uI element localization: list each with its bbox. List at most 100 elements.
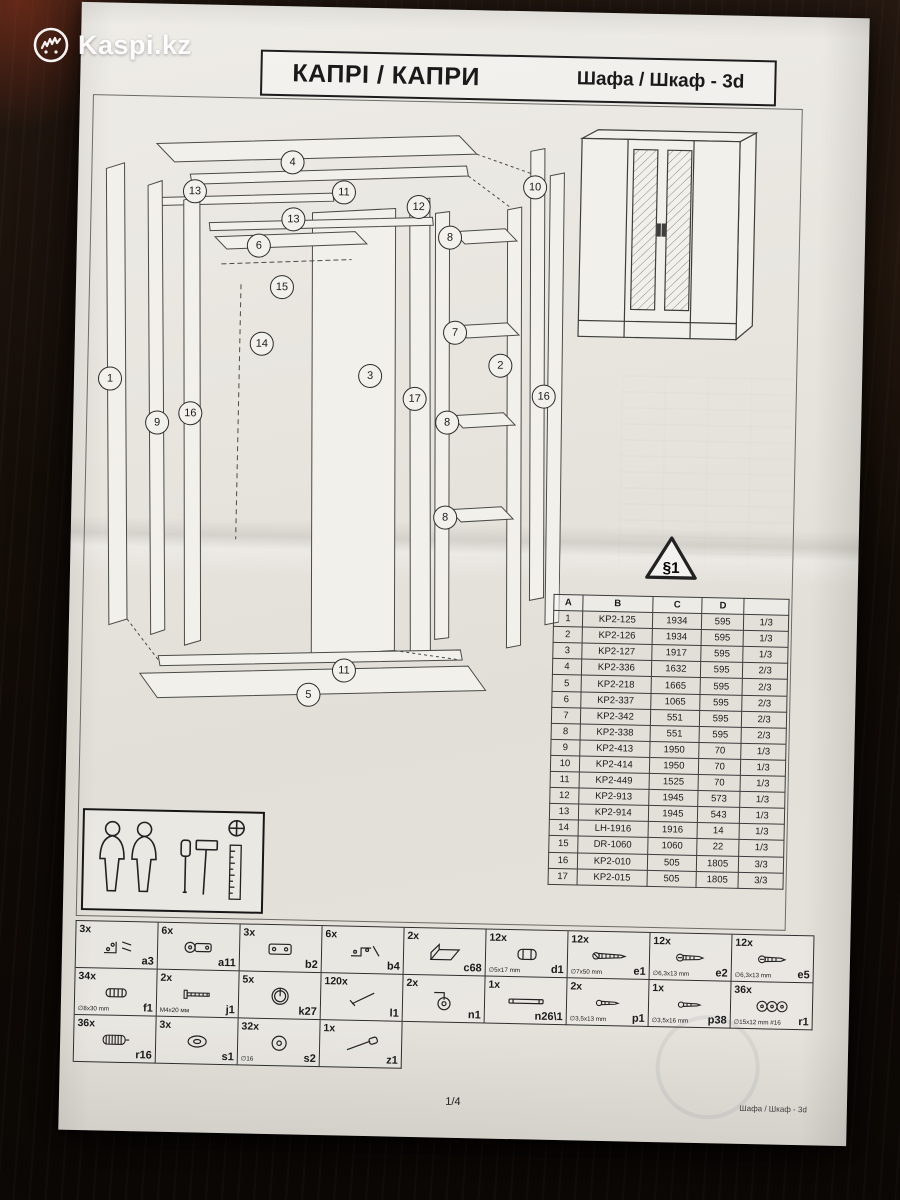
- parts-table-cell: KP2-414: [579, 755, 650, 774]
- hardware-item: 3x s1: [155, 1016, 239, 1066]
- parts-table-cell: 1060: [647, 837, 697, 855]
- hardware-code: n26\1: [534, 1010, 563, 1024]
- parts-table-cell: 16: [548, 851, 578, 869]
- parts-table-cell: 70: [698, 758, 741, 776]
- parts-table-cell: KP2-913: [578, 788, 649, 806]
- parts-table-cell: 15: [548, 835, 578, 853]
- screwdriver-icon: [180, 839, 192, 894]
- screwsmall-icon: [585, 990, 630, 1017]
- parts-table-cell: 2/3: [741, 694, 788, 712]
- dowel-icon: [93, 979, 138, 1006]
- parts-table-cell: 1950: [649, 757, 699, 775]
- hardware-item: 6x b4: [321, 926, 405, 975]
- parts-table-cell: 14: [549, 819, 579, 837]
- parts-table-cell: 1/3: [739, 823, 785, 841]
- parts-table-cell: 1916: [647, 821, 698, 839]
- ruler-icon: [228, 844, 242, 901]
- cam-icon: [257, 983, 302, 1010]
- hardware-code: l1: [389, 1007, 399, 1020]
- parts-table-cell: 1/3: [739, 807, 785, 825]
- hardware-code: a3: [141, 955, 154, 968]
- parts-table-cell: 2/3: [742, 662, 788, 680]
- parts-table-cell: 12: [549, 787, 579, 805]
- hardware-qty: 6x: [325, 928, 338, 941]
- hardware-code: z1: [386, 1054, 398, 1067]
- parts-table-cell: 595: [700, 645, 744, 663]
- parts-table-cell: 551: [650, 709, 700, 727]
- parts-table-cell: 1/3: [739, 791, 785, 809]
- parts-table-cell: 2/3: [741, 711, 787, 729]
- parts-table-cell: 1065: [650, 692, 700, 711]
- hardware-code: j1: [225, 1004, 235, 1017]
- hardware-code: b2: [304, 958, 318, 972]
- parts-table-cell: KP2-413: [579, 739, 650, 758]
- hardware-code: s1: [221, 1051, 234, 1064]
- hardware-qty: 3x: [159, 1018, 172, 1031]
- parts-table-cell: KP2-015: [576, 868, 648, 887]
- parts-table-cell: 1934: [651, 628, 702, 646]
- parts-table-cell: 595: [700, 629, 744, 647]
- hardware-code: e5: [797, 969, 810, 982]
- hardware-qty: 1x: [488, 978, 501, 991]
- parts-table-cell: 7: [551, 707, 581, 724]
- hardware-code: e1: [633, 965, 646, 978]
- parts-table-cell: 3/3: [738, 871, 784, 889]
- parts-table-header: [743, 598, 790, 616]
- hardware-code: d1: [550, 963, 564, 977]
- parts-table-cell: 573: [697, 790, 741, 808]
- hardware-code: r1: [798, 1016, 809, 1029]
- hardware-dim: ∅15x12 mm #16: [733, 1018, 781, 1027]
- hardware-code: b4: [386, 960, 400, 973]
- parts-table-cell: 70: [697, 774, 741, 792]
- plate-icon: [258, 936, 303, 963]
- parts-table-header: C: [652, 596, 702, 614]
- camdisc-icon: [749, 993, 794, 1020]
- parts-table-cell: 1665: [650, 676, 701, 695]
- parts-table-cell: 3/3: [738, 855, 784, 873]
- parts-table-cell: KP2-336: [581, 659, 652, 677]
- tools-box: [80, 808, 265, 914]
- pin-icon: [338, 1031, 383, 1058]
- kaspi-logo-icon: [33, 27, 69, 63]
- parts-table-cell: DR-1060: [577, 836, 648, 854]
- parts-table-cell: 595: [699, 710, 742, 728]
- parts-table-header: B: [582, 594, 653, 613]
- parts-table-cell: 595: [701, 613, 744, 631]
- parts-table-cell: 505: [646, 869, 697, 888]
- parts-table-cell: 2: [553, 626, 583, 644]
- parts-table-cell: KP2-126: [581, 627, 653, 645]
- parts-table-cell: 1805: [696, 854, 739, 872]
- parts-table-cell: 5: [552, 674, 582, 692]
- parts-table-cell: 11: [550, 771, 580, 789]
- hardware-dim: M4x20 мм: [159, 1006, 190, 1015]
- ribbed-icon: [92, 1026, 137, 1053]
- parts-table-cell: 1: [553, 610, 583, 628]
- bracket-icon: [94, 932, 139, 959]
- page-title: КАПРІ / КАПРИ: [292, 58, 481, 91]
- hardware-code: s2: [303, 1052, 316, 1066]
- hardware-dim: ∅6,3x13 mm: [652, 970, 690, 978]
- hardware-code: c68: [463, 962, 482, 975]
- parts-table-cell: 13: [549, 803, 579, 821]
- hardware-dim: ∅6,3x13 mm: [734, 971, 772, 980]
- parts-table-cell: KP2-338: [579, 723, 651, 742]
- parts-table-cell: 9: [550, 739, 580, 756]
- parts-table-cell: 505: [647, 853, 697, 872]
- section-badge-label: §1: [662, 560, 680, 577]
- parts-table-cell: 1/3: [740, 775, 786, 793]
- wedge-icon: [422, 939, 467, 966]
- parts-table-cell: 1/3: [740, 743, 787, 761]
- parts-table-cell: 1/3: [738, 839, 784, 857]
- watermark-text: Kaspi.kz: [78, 29, 192, 60]
